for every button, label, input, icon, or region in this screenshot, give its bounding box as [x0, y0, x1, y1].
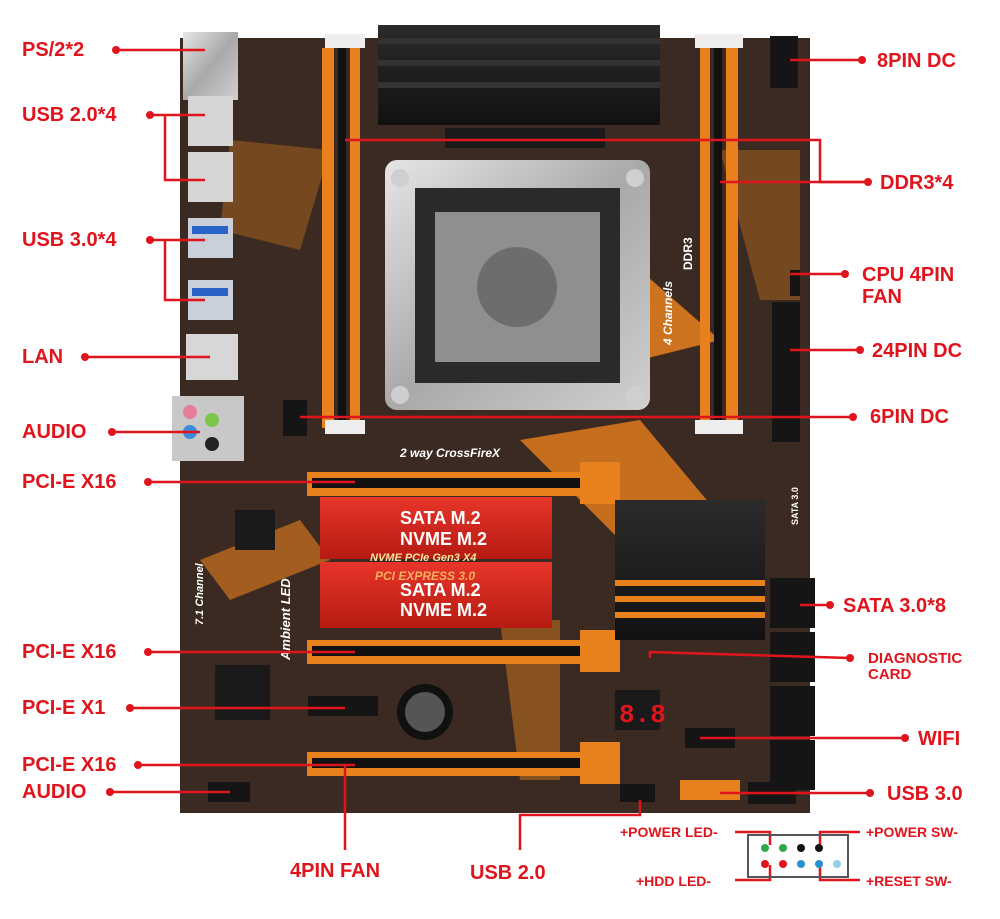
- channel71-text: 7.1 Channel: [194, 562, 206, 625]
- leader-lines: [85, 48, 905, 882]
- label-reset-sw: +RESET SW-: [866, 873, 952, 889]
- diagnostic-display: 8.8: [615, 690, 666, 730]
- ddr3-text: DDR3: [681, 237, 695, 270]
- label-8pin-dc: 8PIN DC: [877, 50, 956, 72]
- m2-spec: NVME PCIe Gen3 X4: [370, 552, 476, 564]
- label-6pin-dc: 6PIN DC: [870, 406, 949, 428]
- m2-bot-line1: SATA M.2: [400, 580, 481, 600]
- label-usb30-right: USB 3.0: [887, 783, 963, 805]
- label-cpu-fan-2: FAN: [862, 286, 902, 308]
- m2-top-line1: SATA M.2: [400, 508, 481, 528]
- label-pcie16-1: PCI-E X16: [22, 471, 117, 493]
- ambient-led-text: Ambient LED: [278, 578, 293, 661]
- label-wifi: WIFI: [918, 728, 961, 750]
- label-power-led: +POWER LED-: [620, 824, 718, 840]
- label-pcie1: PCI-E X1: [22, 697, 106, 719]
- sata30-text: SATA 3.0: [790, 487, 800, 525]
- diagnostic-digits: 8.8: [619, 700, 666, 730]
- front-panel-header: [747, 834, 849, 878]
- io-ports: [172, 32, 244, 461]
- crossfire-text: 2 way CrossFireX: [399, 446, 501, 460]
- m2-heatsinks: SATA M.2 NVME M.2 NVME PCIe Gen3 X4 PCI …: [320, 497, 552, 628]
- label-diagnostic-2: CARD: [868, 666, 912, 683]
- pcie-slots: [307, 462, 620, 784]
- channels-text: 4 Channels: [661, 281, 675, 346]
- m2-bot-line2: NVME M.2: [400, 600, 487, 620]
- label-hdd-led: +HDD LED-: [636, 873, 712, 889]
- leader-dots: [81, 46, 909, 797]
- label-audio2: AUDIO: [22, 781, 87, 803]
- label-audio: AUDIO: [22, 421, 87, 443]
- cpu-socket: [385, 160, 650, 410]
- label-sata: SATA 3.0*8: [843, 595, 946, 617]
- label-usb20: USB 2.0*4: [22, 104, 117, 126]
- label-24pin-dc: 24PIN DC: [872, 340, 963, 362]
- label-usb30: USB 3.0*4: [22, 229, 117, 251]
- m2-pci: PCI EXPRESS 3.0: [375, 569, 475, 583]
- label-4pin-fan: 4PIN FAN: [290, 860, 381, 882]
- label-power-sw: +POWER SW-: [866, 824, 958, 840]
- label-lan: LAN: [22, 346, 64, 368]
- ram-slots: [322, 34, 743, 434]
- label-pcie16-2: PCI-E X16: [22, 641, 117, 663]
- label-usb20-bottom: USB 2.0: [470, 862, 546, 884]
- label-diagnostic-1: DIAGNOSTIC: [868, 650, 963, 667]
- label-ddr3: DDR3*4: [880, 172, 954, 194]
- label-cpu-fan-1: CPU 4PIN: [862, 264, 955, 286]
- label-pcie16-3: PCI-E X16: [22, 754, 117, 776]
- chipset-heatsink: [615, 500, 765, 640]
- vrm-heatsink: [378, 25, 660, 148]
- m2-top-line2: NVME M.2: [400, 529, 487, 549]
- label-ps2: PS/2*2: [22, 39, 85, 61]
